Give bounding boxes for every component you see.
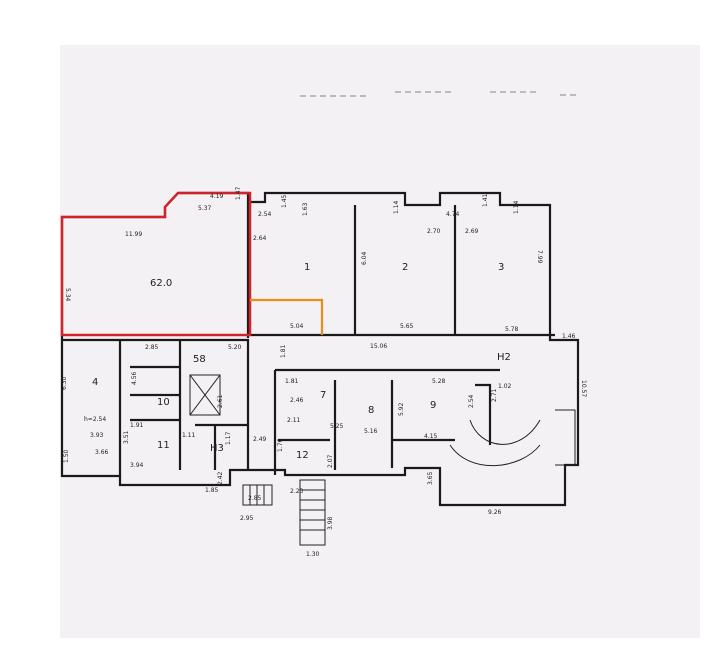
dim: 1.41 bbox=[482, 193, 489, 207]
dim: 1.11 bbox=[182, 432, 196, 439]
dim: 2.61 bbox=[217, 394, 224, 408]
dim: 5.34 bbox=[64, 288, 71, 302]
dim: 2.85 bbox=[145, 344, 159, 351]
dim: 1.17 bbox=[225, 431, 232, 445]
dim: 4.56 bbox=[131, 371, 138, 385]
dim: 2.11 bbox=[287, 417, 301, 424]
dim: 15.06 bbox=[370, 343, 387, 350]
dim: 1.91 bbox=[130, 422, 144, 429]
highlight-red-zone bbox=[60, 191, 252, 337]
dim: 2.49 bbox=[253, 436, 267, 443]
dim: 3.51 bbox=[123, 430, 130, 444]
dim: 2.54 bbox=[468, 394, 475, 408]
room-1: 1 bbox=[304, 262, 310, 273]
dim: 5.65 bbox=[400, 323, 414, 330]
dim: 5.37 bbox=[198, 205, 212, 212]
dim: 5.20 bbox=[228, 344, 242, 351]
dim: 2.85 bbox=[248, 495, 262, 502]
stair-details bbox=[189, 374, 576, 546]
dim: 5.16 bbox=[364, 428, 378, 435]
room-h2: H2 bbox=[497, 352, 511, 363]
room-12: 12 bbox=[296, 450, 309, 461]
dim: 4.15 bbox=[424, 433, 438, 440]
room-58: 58 bbox=[193, 354, 206, 365]
dim: 5.04 bbox=[290, 323, 304, 330]
dim: 2.07 bbox=[327, 454, 334, 468]
dim: 7.99 bbox=[536, 250, 543, 264]
dim: 2.46 bbox=[290, 397, 304, 404]
dim: 2.95 bbox=[240, 515, 254, 522]
room-h3: H3 bbox=[210, 443, 224, 454]
dim: 2.70 bbox=[427, 228, 441, 235]
dim: 1.30 bbox=[306, 551, 320, 558]
dim: 3.66 bbox=[95, 449, 109, 456]
dim: 4.19 bbox=[210, 193, 224, 200]
dim: 3.94 bbox=[130, 462, 144, 469]
room-labels: 62.0 58 H2 H3 4 1 2 3 7 8 9 10 11 12 bbox=[92, 262, 511, 461]
dim: 1.63 bbox=[302, 202, 309, 216]
dim: 2.71 bbox=[491, 388, 498, 402]
dim: 5.25 bbox=[330, 423, 344, 430]
room-2: 2 bbox=[402, 262, 408, 273]
dim: 11.99 bbox=[125, 231, 142, 238]
interior-walls bbox=[62, 202, 555, 476]
room-10: 10 bbox=[157, 397, 170, 408]
room-8: 8 bbox=[368, 405, 374, 416]
dim: 4.74 bbox=[446, 211, 460, 218]
outer-walls bbox=[60, 191, 580, 507]
dim: 1.81 bbox=[280, 344, 287, 358]
height-note: h=2.54 bbox=[84, 416, 106, 423]
dim: 6.04 bbox=[361, 251, 368, 265]
dim: 10.57 bbox=[580, 380, 587, 397]
header-scribble bbox=[300, 91, 580, 97]
room-9: 9 bbox=[430, 400, 436, 411]
dim: 5.28 bbox=[432, 378, 446, 385]
dim: 1.02 bbox=[498, 383, 512, 390]
dim: 1.14 bbox=[393, 200, 400, 214]
dim: 2.54 bbox=[258, 211, 272, 218]
scanned-sheet bbox=[60, 45, 700, 638]
room-big: 62.0 bbox=[150, 278, 172, 289]
dim: 2.23 bbox=[290, 488, 304, 495]
room-7: 7 bbox=[320, 390, 326, 401]
dim: 1.81 bbox=[285, 378, 299, 385]
dim: 2.64 bbox=[253, 235, 267, 242]
dimension-labels: 4.19 5.37 11.99 5.34 1.47 2.54 1.45 1.63… bbox=[61, 186, 587, 558]
dim: 1.14 bbox=[513, 200, 520, 214]
dim: 6.30 bbox=[61, 376, 68, 390]
dim: 1.47 bbox=[235, 186, 242, 200]
room-11: 11 bbox=[157, 440, 170, 451]
room-3: 3 bbox=[498, 262, 504, 273]
dim: 3.65 bbox=[427, 471, 434, 485]
dim: 2.69 bbox=[465, 228, 479, 235]
dim: 1.85 bbox=[205, 487, 219, 494]
dim: 1.76 bbox=[277, 438, 284, 452]
dim: 3.98 bbox=[327, 516, 334, 530]
dim: 2.42 bbox=[217, 471, 224, 485]
dim: 5.92 bbox=[398, 402, 405, 416]
dim: 9.26 bbox=[488, 509, 502, 516]
dim: 1.45 bbox=[281, 194, 288, 208]
room-4: 4 bbox=[92, 377, 98, 388]
dim: 3.93 bbox=[90, 432, 104, 439]
dim: 1.50 bbox=[63, 449, 70, 463]
dim: 5.78 bbox=[505, 326, 519, 333]
dim: 1.46 bbox=[562, 333, 576, 340]
highlight-orange-line bbox=[250, 298, 324, 335]
